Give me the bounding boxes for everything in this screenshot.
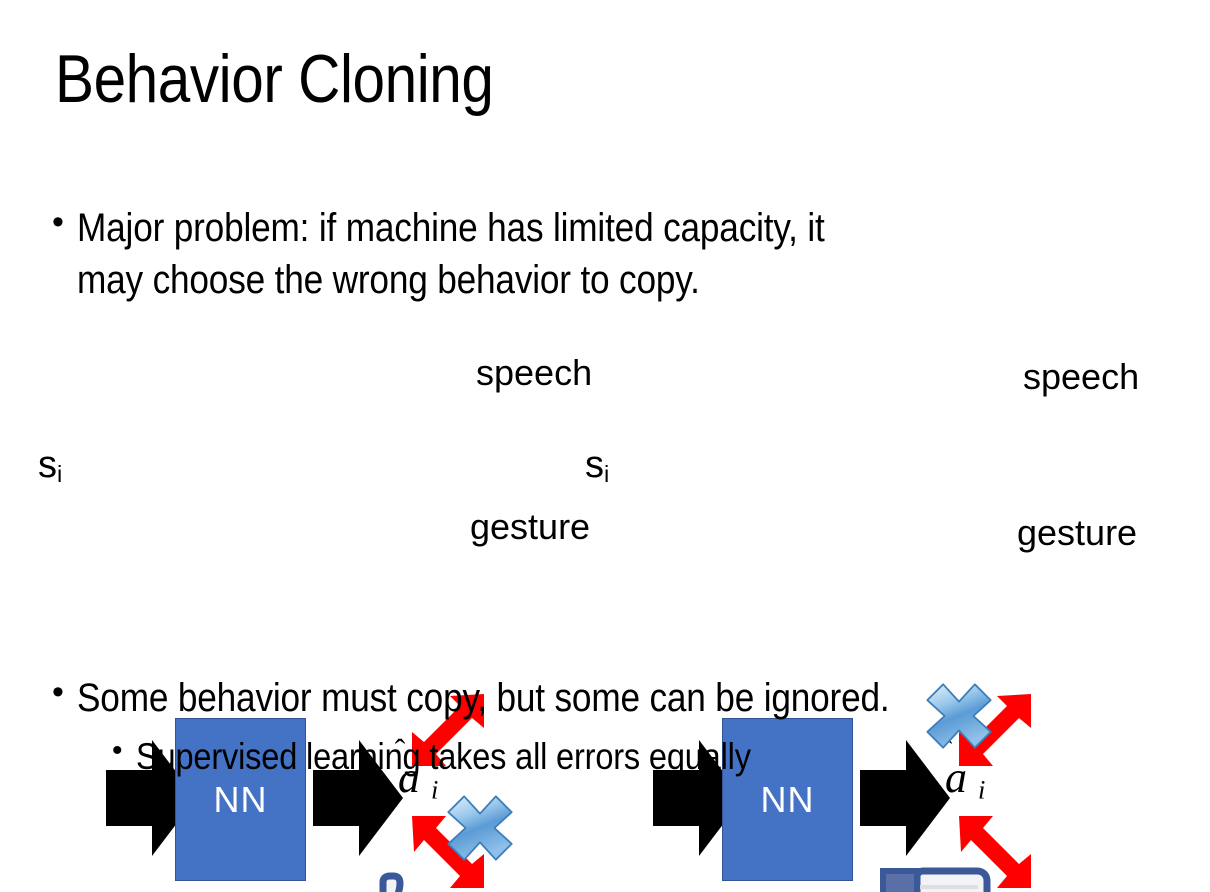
branch-arrow-gesture-right — [959, 816, 1031, 888]
bullet-text: Some behavior must copy, but some can be… — [76, 676, 890, 720]
bullet-marker-icon: • — [52, 203, 64, 241]
cross-out-icon-speech-right — [926, 683, 992, 749]
cross-out-icon-gesture-left — [447, 795, 513, 861]
bullet-marker-icon: • — [112, 734, 123, 767]
diagram-left-good-case: si NN Actor a ̂ i — [8, 340, 608, 892]
bullet-marker-icon: • — [52, 673, 64, 711]
output-arrow-icon-left — [313, 740, 403, 856]
nn-box-label: NN — [213, 778, 268, 820]
nn-box-right: NN — [722, 718, 853, 881]
bullet-item-some-behavior: • Some behavior must copy, but some can … — [52, 672, 1182, 724]
nn-box-left: NN — [175, 718, 306, 881]
input-arrow-icon-right — [653, 740, 743, 856]
bullet-text: Major problem: if machine has limited ca… — [76, 206, 825, 302]
thumbs-down-icon-right — [880, 867, 991, 892]
branch-arrow-gesture-left — [412, 816, 484, 888]
branch-arrow-speech-left — [412, 694, 484, 766]
bullet-text: Supervised learning takes all errors equ… — [135, 736, 751, 777]
output-arrow-icon-right — [860, 740, 950, 856]
branch-label-speech-left: speech — [476, 352, 593, 393]
state-input-label-left: si — [38, 444, 63, 488]
bullet-item-supervised-learning: • Supervised learning takes all errors e… — [112, 733, 1192, 781]
input-arrow-icon-left — [106, 740, 196, 856]
branch-label-gesture-left: gesture — [470, 506, 591, 547]
bullet-item-major-problem: • Major problem: if machine has limited … — [52, 202, 1162, 306]
thumbs-up-icon-left — [379, 872, 404, 892]
nn-box-label: NN — [760, 778, 815, 820]
state-input-label-right: si — [585, 444, 610, 488]
page-title: Behavior Cloning — [55, 41, 494, 117]
diagram-right-bad-case: si NN Actor a ̂ i — [555, 340, 1155, 892]
branch-arrow-speech-right — [959, 694, 1031, 766]
branch-label-gesture-right: gesture — [1017, 512, 1138, 553]
branch-label-speech-right: speech — [1023, 356, 1140, 397]
